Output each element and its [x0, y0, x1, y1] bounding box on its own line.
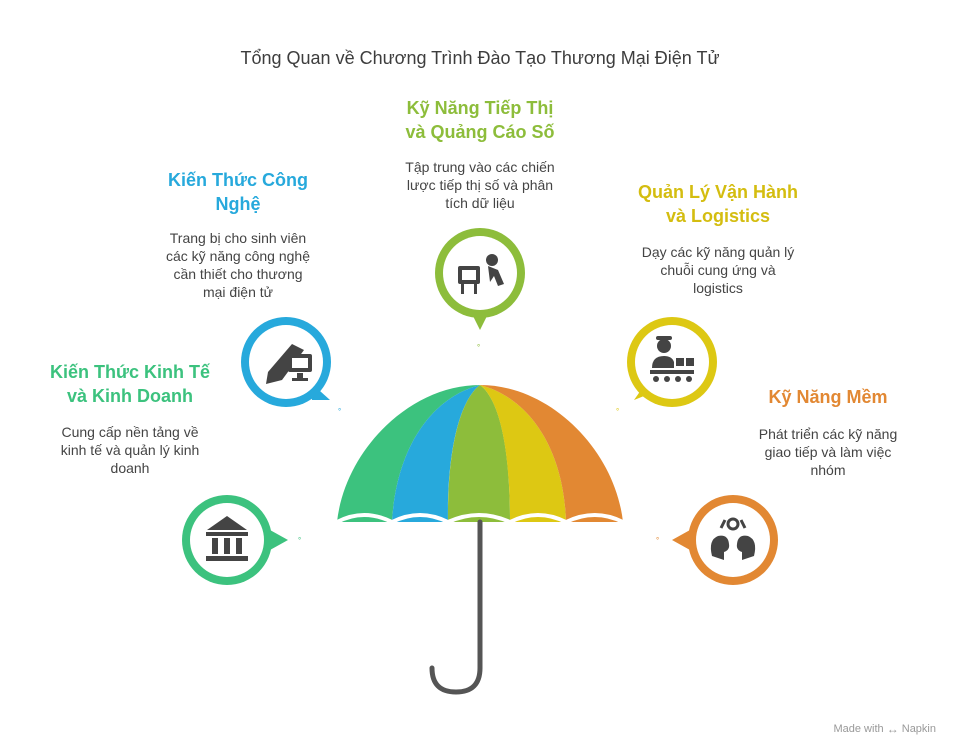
- connector-dot: °: [338, 407, 341, 416]
- badge-marketing: °: [435, 228, 525, 352]
- canopy-segment-marketing: [447, 385, 510, 522]
- item-title-line: Kỹ Năng Mềm: [768, 387, 888, 407]
- item-desc-line: lược tiếp thị số và phân: [406, 177, 554, 193]
- connector-dot: °: [477, 343, 480, 352]
- logistics-worker-icon: [650, 336, 694, 382]
- item-desc-line: giao tiếp và làm việc: [764, 444, 892, 460]
- computer-icon: [266, 344, 312, 384]
- canopy-segment-soft-skills: [480, 385, 623, 522]
- canopy-segment-economics: [337, 385, 480, 522]
- item-title-line: Quản Lý Vận Hành: [637, 182, 799, 202]
- napkin-logo-icon: ↔: [886, 722, 899, 736]
- item-desc-soft-skills: Phát triển các kỹ năng giao tiếp và làm …: [733, 425, 923, 479]
- item-desc-line: kinh tế và quản lý kinh: [60, 442, 200, 458]
- item-desc-line: Trang bị cho sinh viên: [169, 230, 307, 246]
- item-desc-economics: Cung cấp nền tảng về kinh tế và quản lý …: [40, 423, 220, 477]
- item-title-line: và Quảng Cáo Số: [405, 122, 555, 142]
- teamwork-icon: [710, 517, 756, 560]
- connector-dot: °: [656, 536, 659, 545]
- badge-technology: °: [241, 317, 341, 416]
- item-desc-technology: Trang bị cho sinh viên các kỹ năng công …: [148, 229, 328, 301]
- item-title-line: Kiến Thức Công: [167, 170, 309, 190]
- item-title-marketing: Kỹ Năng Tiếp Thị và Quảng Cáo Số: [380, 96, 580, 144]
- badge-logistics: °: [616, 317, 717, 416]
- item-desc-line: mại điện tử: [202, 284, 274, 300]
- item-title-logistics: Quản Lý Vận Hành và Logistics: [618, 180, 818, 228]
- item-title-economics: Kiến Thức Kinh Tế và Kinh Doanh: [30, 360, 230, 408]
- marketing-icon: [458, 254, 504, 294]
- canopy-segment-technology: [392, 385, 480, 522]
- item-title-line: Nghệ: [215, 194, 261, 214]
- item-title-line: và Logistics: [665, 206, 771, 226]
- item-desc-line: Cung cấp nền tảng về: [61, 424, 199, 440]
- umbrella-handle: [429, 519, 483, 695]
- canopy-edge: [336, 513, 624, 525]
- item-title-line: Kiến Thức Kinh Tế: [49, 362, 211, 382]
- item-title-soft-skills: Kỹ Năng Mềm: [728, 385, 928, 409]
- item-desc-line: Phát triển các kỹ năng: [758, 426, 898, 442]
- footer-brand: Napkin: [901, 723, 936, 735]
- item-desc-line: logistics: [693, 280, 743, 296]
- connector-dot: °: [298, 536, 301, 545]
- item-desc-line: cần thiết cho thương: [173, 266, 303, 282]
- footer-credit: Made with ↔ Napkin: [833, 722, 936, 736]
- umbrella-canopy: [336, 385, 624, 525]
- item-title-line: Kỹ Năng Tiếp Thị: [406, 98, 554, 118]
- badge-soft-skills: °: [656, 495, 778, 585]
- item-desc-line: chuỗi cung ứng và: [660, 262, 776, 278]
- item-desc-marketing: Tập trung vào các chiến lược tiếp thị số…: [385, 158, 575, 212]
- badge-economics: °: [182, 495, 301, 585]
- bank-icon: [206, 516, 248, 561]
- footer-made-with: Made with: [833, 723, 884, 735]
- canopy-segment-logistics: [480, 385, 566, 522]
- item-desc-line: Dạy các kỹ năng quản lý: [641, 244, 795, 260]
- item-desc-line: tích dữ liệu: [445, 195, 515, 211]
- page-title: Tổng Quan về Chương Trình Đào Tạo Thương…: [240, 48, 720, 68]
- item-desc-line: nhóm: [810, 462, 846, 478]
- item-title-line: và Kinh Doanh: [66, 386, 193, 406]
- item-title-technology: Kiến Thức Công Nghệ: [138, 168, 338, 216]
- connector-dot: °: [616, 407, 619, 416]
- item-desc-logistics: Dạy các kỹ năng quản lý chuỗi cung ứng v…: [623, 243, 813, 297]
- item-desc-line: các kỹ năng công nghệ: [166, 248, 310, 264]
- item-desc-line: Tập trung vào các chiến: [405, 159, 555, 175]
- item-desc-line: doanh: [110, 460, 150, 476]
